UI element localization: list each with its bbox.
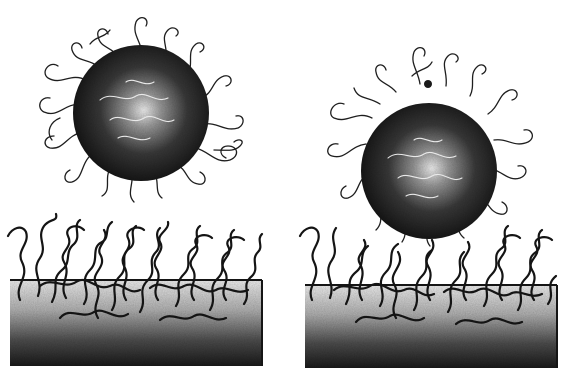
coated-particle-right — [328, 48, 533, 246]
panel-right — [300, 48, 557, 368]
panel-left — [8, 18, 262, 366]
substrate-right — [305, 285, 557, 368]
coated-particle-left — [40, 18, 243, 202]
